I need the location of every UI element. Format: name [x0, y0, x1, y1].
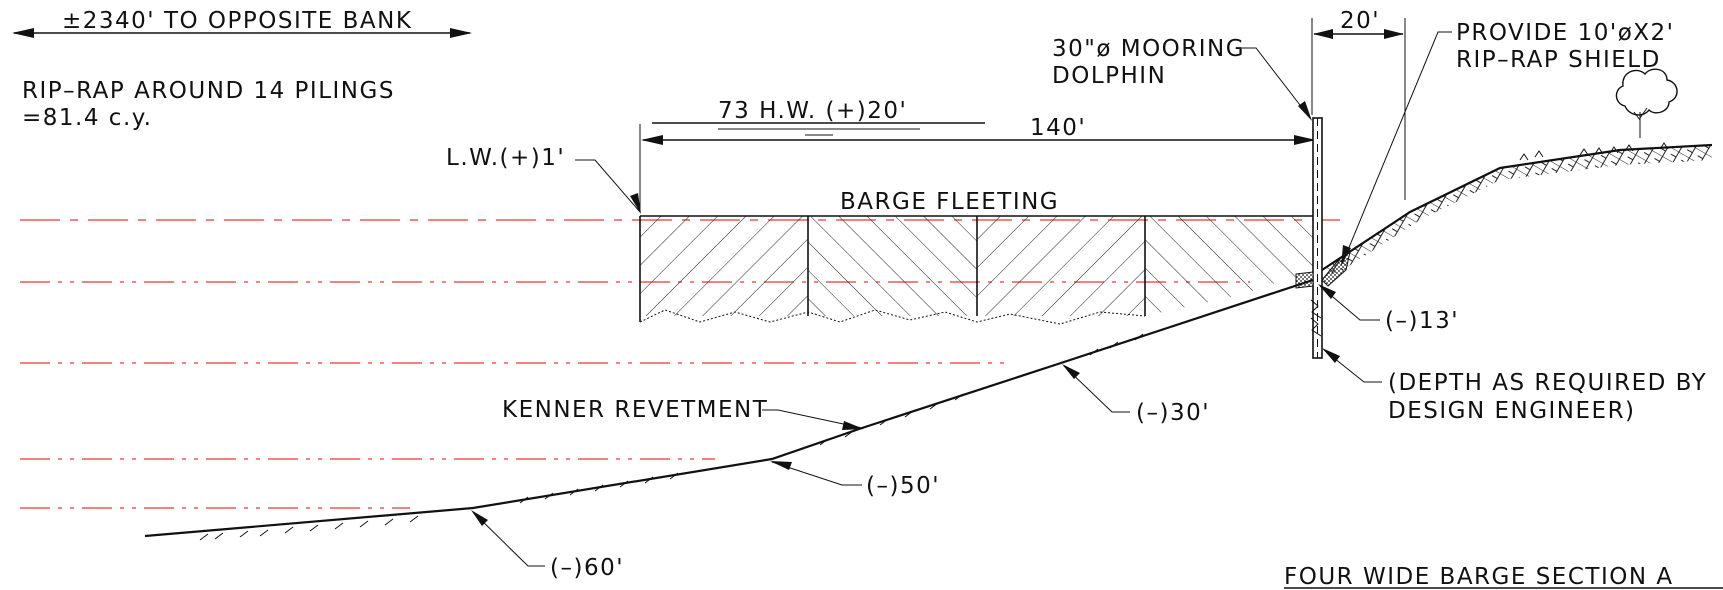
depth-note-line2: DESIGN ENGINEER) [1388, 398, 1636, 424]
high-water-marker: 73 H.W. (+)20' [652, 98, 985, 136]
upper-bank [1321, 142, 1713, 275]
section-title: FOUR WIDE BARGE SECTION A [1284, 564, 1723, 590]
kenner-revetment-marker: KENNER REVETMENT [502, 397, 864, 430]
tree-icon [1615, 68, 1678, 138]
barge-fleeting: BARGE FLEETING [639, 189, 1315, 325]
kenner-revetment-label: KENNER REVETMENT [502, 397, 768, 423]
low-water-marker: L.W.(+)1' [446, 145, 641, 214]
width-20-label: 20' [1340, 8, 1380, 34]
width-140-dimension: 140' [639, 115, 1316, 210]
depth-50-label: (–)50' [866, 473, 940, 499]
width-20-dimension: 20' [1311, 8, 1406, 200]
riprap-note-line2: =81.4 c.y. [22, 105, 152, 131]
shield-label-line2: RIP–RAP SHIELD [1456, 47, 1661, 73]
riverbed-profile [144, 278, 1314, 541]
section-title-label: FOUR WIDE BARGE SECTION A [1284, 564, 1674, 590]
shield-label-line1: PROVIDE 10'øX2' [1456, 20, 1675, 46]
width-140-label: 140' [1030, 115, 1086, 141]
opposite-bank-label: ±2340' TO OPPOSITE BANK [62, 8, 412, 34]
depth-60-marker: (–)60' [471, 510, 624, 581]
mooring-label-line1: 30"ø MOORING [1052, 36, 1245, 62]
riprap-note-line1: RIP–RAP AROUND 14 PILINGS [22, 78, 395, 104]
opposite-bank-dimension: ±2340' TO OPPOSITE BANK [12, 8, 472, 38]
mooring-dolphin: 30"ø MOORING DOLPHIN [1052, 36, 1323, 359]
barge-fleeting-label: BARGE FLEETING [840, 189, 1059, 215]
depth-50-marker: (–)50' [770, 461, 940, 499]
high-water-label: 73 H.W. (+)20' [718, 98, 907, 124]
depth-note-line1: (DEPTH AS REQUIRED BY [1388, 370, 1707, 396]
depth-13-label: (–)13' [1385, 308, 1459, 334]
depth-30-label: (–)30' [1136, 400, 1210, 426]
depth-note-marker: (DEPTH AS REQUIRED BY DESIGN ENGINEER) [1322, 348, 1707, 424]
low-water-label: L.W.(+)1' [446, 145, 565, 171]
depth-60-label: (–)60' [550, 555, 624, 581]
depth-13-marker: (–)13' [1318, 284, 1459, 334]
mooring-label-line2: DOLPHIN [1052, 63, 1166, 89]
depth-30-marker: (–)30' [1062, 364, 1210, 426]
